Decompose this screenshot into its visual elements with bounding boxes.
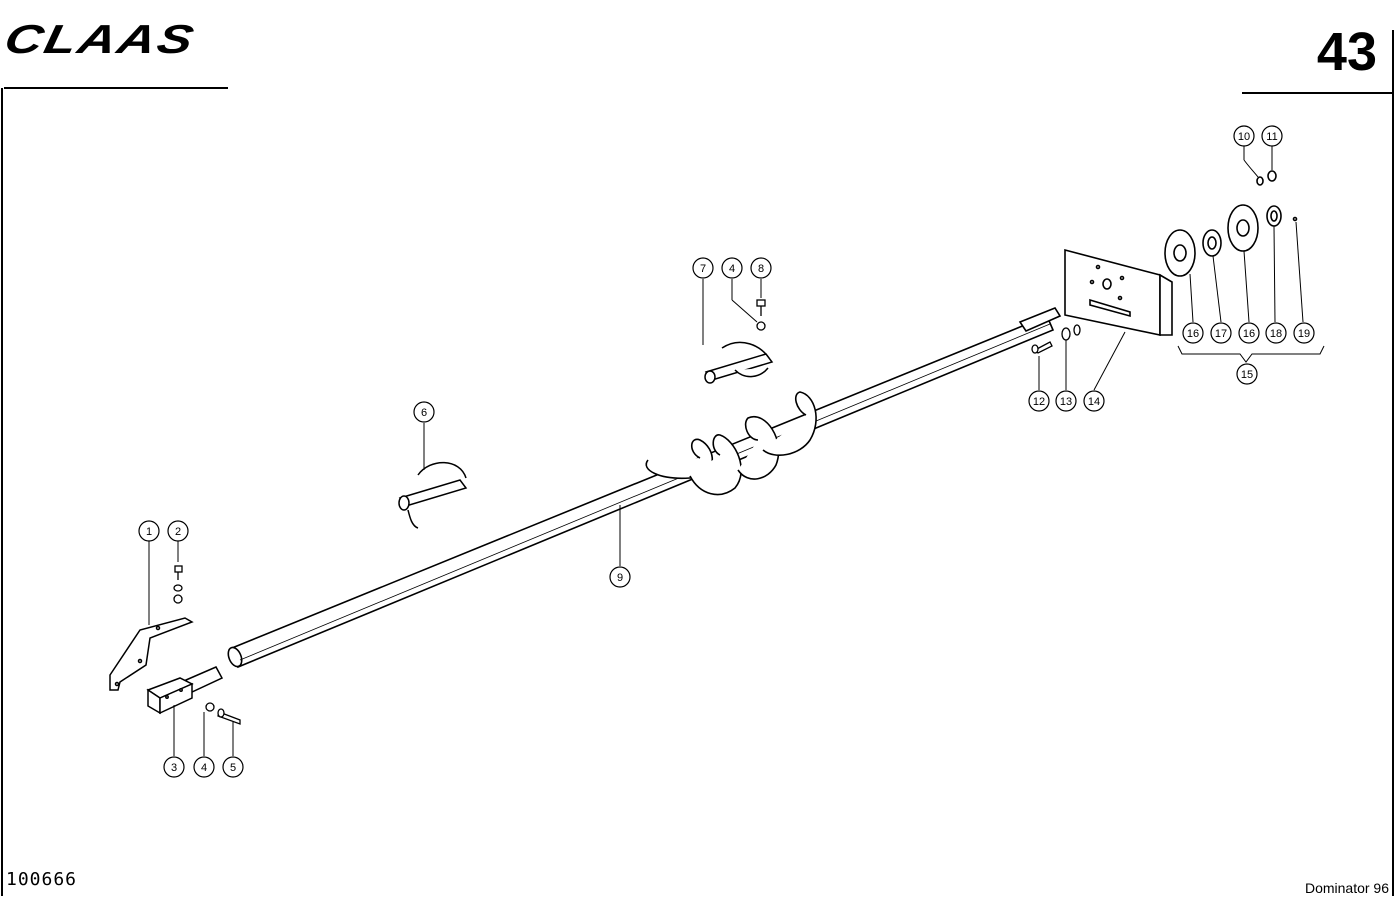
svg-text:8: 8: [758, 263, 764, 275]
svg-text:4: 4: [201, 762, 207, 774]
svg-text:11: 11: [1266, 131, 1277, 143]
svg-text:5: 5: [230, 762, 236, 774]
svg-text:4: 4: [729, 263, 735, 275]
svg-text:17: 17: [1215, 328, 1227, 340]
page-number: 43: [1316, 22, 1377, 82]
svg-text:16: 16: [1187, 328, 1199, 340]
callout-8: 8: [750, 257, 772, 279]
document-number: 100666: [6, 869, 78, 890]
svg-text:19: 19: [1298, 328, 1310, 340]
callout-18: 18: [1265, 322, 1287, 344]
svg-text:2: 2: [175, 526, 181, 538]
callout-4-upper: 4: [721, 257, 743, 279]
callout-11: 11: [1261, 125, 1283, 147]
callout-17: 17: [1210, 322, 1232, 344]
flight-segment-upper: [704, 341, 774, 384]
svg-text:16: 16: [1243, 328, 1255, 340]
bracket-fasteners: [173, 565, 183, 604]
svg-text:6: 6: [421, 407, 427, 419]
svg-text:9: 9: [617, 572, 623, 584]
svg-text:18: 18: [1270, 328, 1282, 340]
bearing-assembly: [1164, 170, 1298, 277]
svg-text:3: 3: [171, 762, 177, 774]
upper-fasteners: [756, 299, 766, 331]
svg-text:10: 10: [1238, 131, 1250, 143]
svg-text:15: 15: [1241, 369, 1253, 381]
svg-text:14: 14: [1088, 396, 1100, 408]
callout-12: 12: [1028, 390, 1050, 412]
callout-16-second: 16: [1238, 322, 1260, 344]
callout-10: 10: [1233, 125, 1255, 147]
flight-segment-loose: [398, 461, 468, 529]
callout-16-first: 16: [1182, 322, 1204, 344]
callout-3: 3: [163, 756, 185, 778]
svg-text:12: 12: [1033, 396, 1045, 408]
callout-7: 7: [692, 257, 714, 279]
leader-lines: [148, 146, 1325, 756]
auger-tube: [227, 307, 1062, 669]
callout-1: 1: [138, 520, 160, 542]
callout-9: 9: [609, 566, 631, 588]
callout-6: 6: [413, 401, 435, 423]
svg-text:1: 1: [146, 526, 152, 538]
callout-19: 19: [1293, 322, 1315, 344]
callout-5: 5: [222, 756, 244, 778]
callout-2: 2: [167, 520, 189, 542]
svg-text:13: 13: [1060, 396, 1072, 408]
callout-4-lower: 4: [193, 756, 215, 778]
auger-flights: [645, 391, 817, 496]
callout-15: 15: [1236, 363, 1258, 385]
stub-shaft: [146, 666, 224, 715]
callout-14: 14: [1083, 390, 1105, 412]
header-rule-right: [1242, 92, 1392, 94]
plate-fasteners: [1031, 324, 1081, 354]
machine-model: Dominator 96: [1304, 880, 1389, 896]
stub-shaft-fasteners: [205, 702, 241, 725]
svg-text:7: 7: [700, 263, 706, 275]
end-bracket: [109, 617, 194, 691]
header-rule-left: [4, 87, 228, 89]
bearing-plate: [1064, 248, 1173, 336]
callout-13: 13: [1055, 390, 1077, 412]
